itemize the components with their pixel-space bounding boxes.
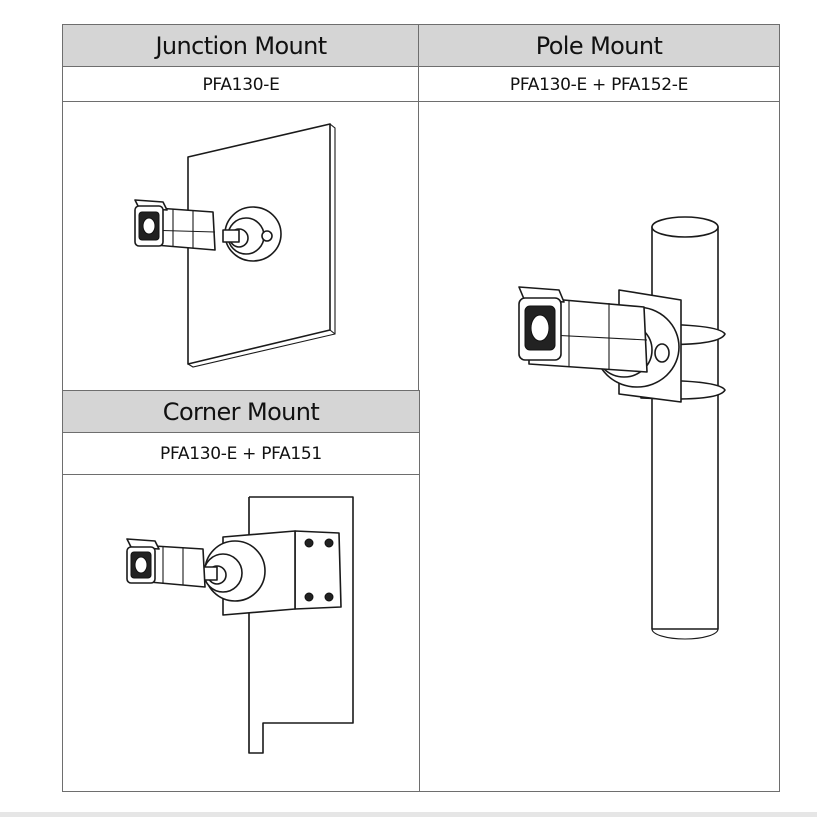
junction-mount-header: Junction Mount [62,24,420,68]
corner-model-label: PFA130-E + PFA151 [160,444,322,464]
junction-model-label: PFA130-E [202,74,280,95]
junction-mount-illustration [134,123,336,368]
pole-model-row: PFA130-E + PFA152-E [418,66,780,103]
corner-mount-image-cell [62,474,420,792]
pole-mount-illustration [518,216,726,640]
pole-mount-header: Pole Mount [418,24,780,68]
junction-mount-title: Junction Mount [155,32,327,60]
pole-mount-title: Pole Mount [535,32,663,60]
pole-mount-image-cell [418,101,780,792]
corner-model-row: PFA130-E + PFA151 [62,432,420,476]
corner-mount-title: Corner Mount [162,398,320,426]
junction-mount-image-cell [62,101,420,392]
corner-mount-header: Corner Mount [62,390,420,434]
corner-mount-illustration [126,496,354,754]
pole-model-label: PFA130-E + PFA152-E [509,74,689,95]
page-bottom-rule [0,812,817,817]
mount-table: Junction Mount Pole Mount PFA130-E PFA13… [62,24,780,792]
junction-model-row: PFA130-E [62,66,420,103]
